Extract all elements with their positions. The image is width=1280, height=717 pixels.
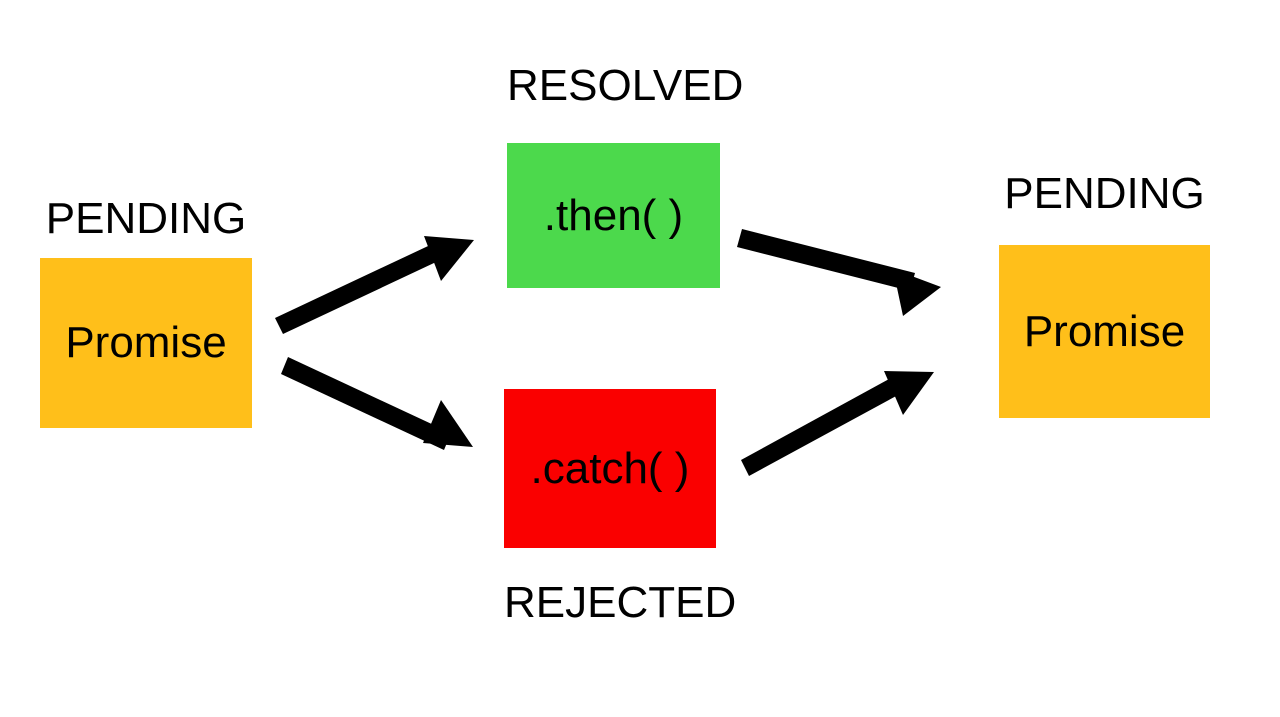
node-promise-right-label: Promise: [1023, 306, 1186, 356]
arrow-catch-to-promise: [741, 371, 934, 476]
node-promise-left[interactable]: Promise: [40, 258, 252, 428]
node-catch-label: .catch( ): [530, 443, 690, 493]
arrow-promise-to-then: [275, 236, 474, 334]
node-then[interactable]: .then( ): [507, 143, 720, 288]
node-then-label: .then( ): [543, 190, 684, 240]
node-catch[interactable]: .catch( ): [504, 389, 716, 548]
arrow-then-to-promise: [737, 229, 941, 316]
state-label-pending-left: PENDING: [45, 194, 247, 243]
state-label-pending-right: PENDING: [1004, 169, 1205, 218]
arrow-promise-to-catch: [281, 357, 473, 450]
node-promise-right[interactable]: Promise: [999, 245, 1210, 418]
state-label-resolved: RESOLVED: [507, 61, 744, 110]
node-promise-left-label: Promise: [65, 318, 227, 367]
state-label-rejected: REJECTED: [504, 578, 737, 627]
